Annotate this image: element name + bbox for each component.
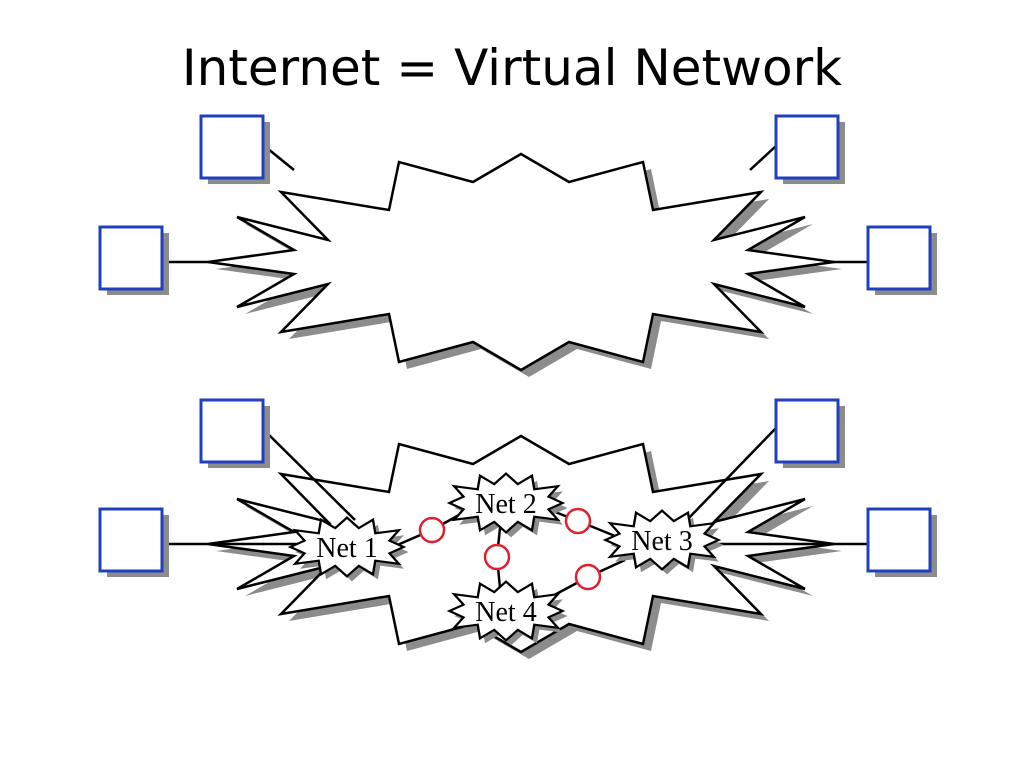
router-icon <box>574 563 602 591</box>
host-box <box>98 507 164 573</box>
host-box <box>199 398 265 464</box>
top-host-left <box>98 225 169 295</box>
top-host-top-right <box>774 114 845 184</box>
host-box <box>98 225 164 291</box>
host-box <box>866 225 932 291</box>
router-icon <box>483 543 511 571</box>
bottom-host-top-right <box>774 398 845 468</box>
host-box <box>199 114 265 180</box>
network-label: Net 1 <box>316 533 377 564</box>
bottom-host-top-left <box>199 398 270 468</box>
router-icon <box>418 516 446 544</box>
slide-title: Internet = Virtual Network <box>181 39 843 97</box>
host-link <box>684 427 777 523</box>
top-host-link <box>749 145 777 171</box>
bottom-host-left <box>98 507 169 577</box>
bottom-diagram: Net 1 Net 2 Net 3 Net 4 <box>98 398 937 659</box>
bottom-host-right <box>866 507 937 577</box>
network-net-2: Net 2 <box>448 472 568 538</box>
top-diagram <box>98 114 937 377</box>
host-link <box>261 427 356 521</box>
network-label: Net 3 <box>631 526 692 557</box>
top-internet-cloud <box>206 152 836 372</box>
network-net-4: Net 4 <box>448 580 568 646</box>
network-label: Net 4 <box>475 597 536 628</box>
network-net-1: Net 1 <box>289 516 409 582</box>
router-icon <box>564 507 592 535</box>
host-box <box>774 114 840 180</box>
network-net-3: Net 3 <box>604 509 724 575</box>
network-label: Net 2 <box>475 489 536 520</box>
host-box <box>866 507 932 573</box>
host-box <box>774 398 840 464</box>
top-host-right <box>866 225 937 295</box>
top-host-top-left <box>199 114 270 184</box>
